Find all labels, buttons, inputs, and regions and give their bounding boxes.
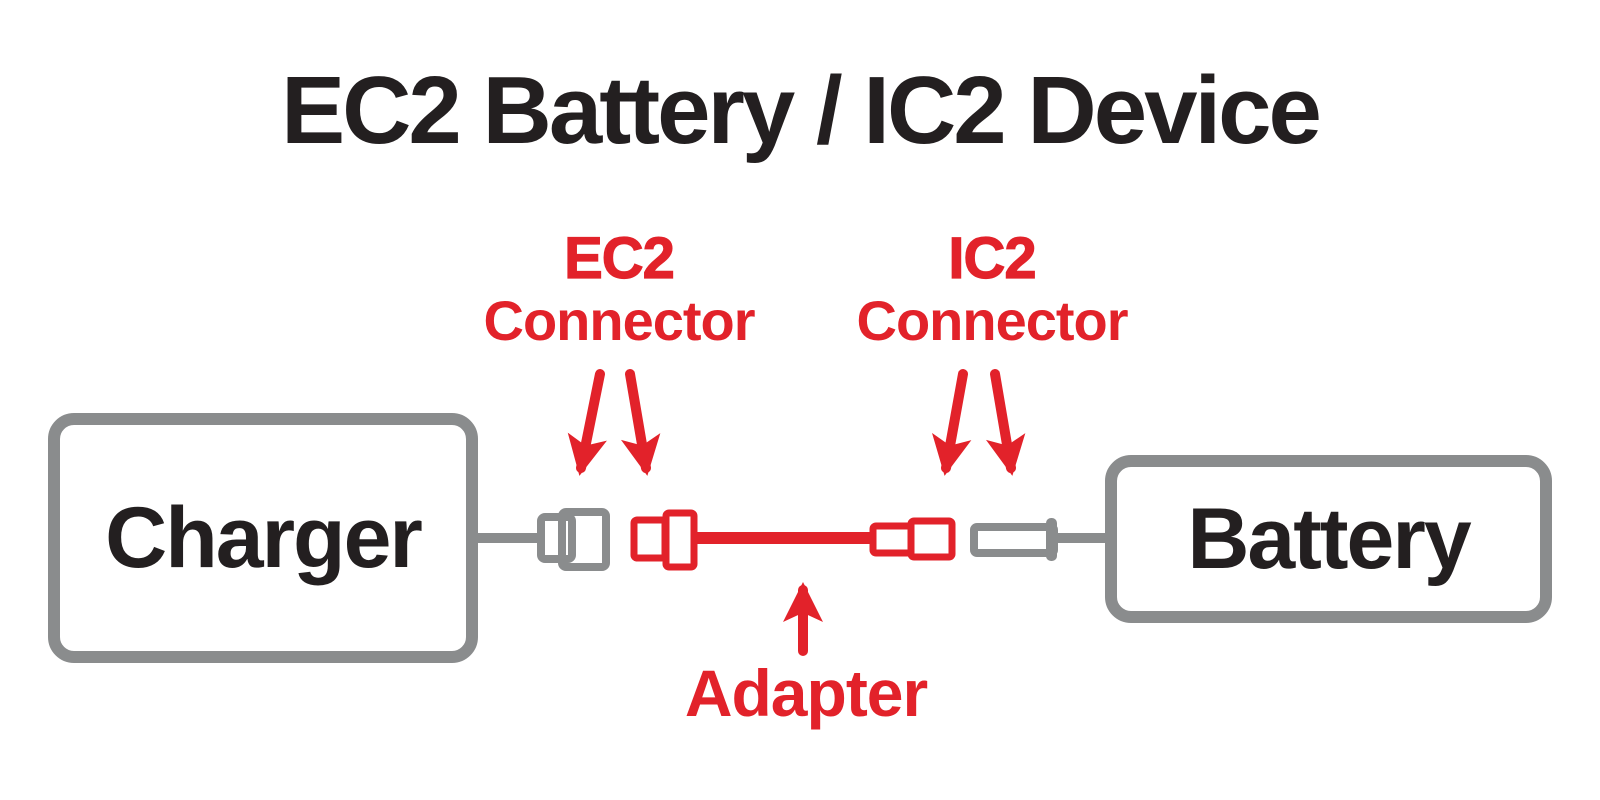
ic2-connector-label: IC2 Connector	[792, 226, 1192, 352]
ec2-gray-connector	[537, 508, 610, 571]
ic2-connector-label-line1: IC2	[948, 226, 1037, 291]
ec2-connector-label: EC2 Connector	[419, 226, 819, 352]
adapter-label: Adapter	[684, 656, 928, 730]
ic2-gray-connector	[970, 518, 1058, 561]
diagram-title: EC2 Battery / IC2 Device	[281, 57, 1322, 164]
charger-box: Charger	[48, 413, 478, 663]
ic2-arrow-left	[932, 369, 972, 476]
ec2-arrow-left	[567, 369, 607, 476]
ic2-arrow-right	[985, 369, 1026, 476]
ic2-red-connector	[869, 517, 956, 561]
battery-label: Battery	[1187, 490, 1471, 587]
ec2-red-connector	[630, 509, 698, 571]
ec2-arrow-right	[620, 369, 661, 476]
ec2-connector-label-line2: Connector	[483, 289, 756, 352]
battery-box: Battery	[1105, 455, 1552, 623]
ec2-connector-label-line1: EC2	[563, 226, 675, 291]
ic2-connector-label-line2: Connector	[856, 289, 1129, 352]
charger-label: Charger	[105, 489, 423, 586]
